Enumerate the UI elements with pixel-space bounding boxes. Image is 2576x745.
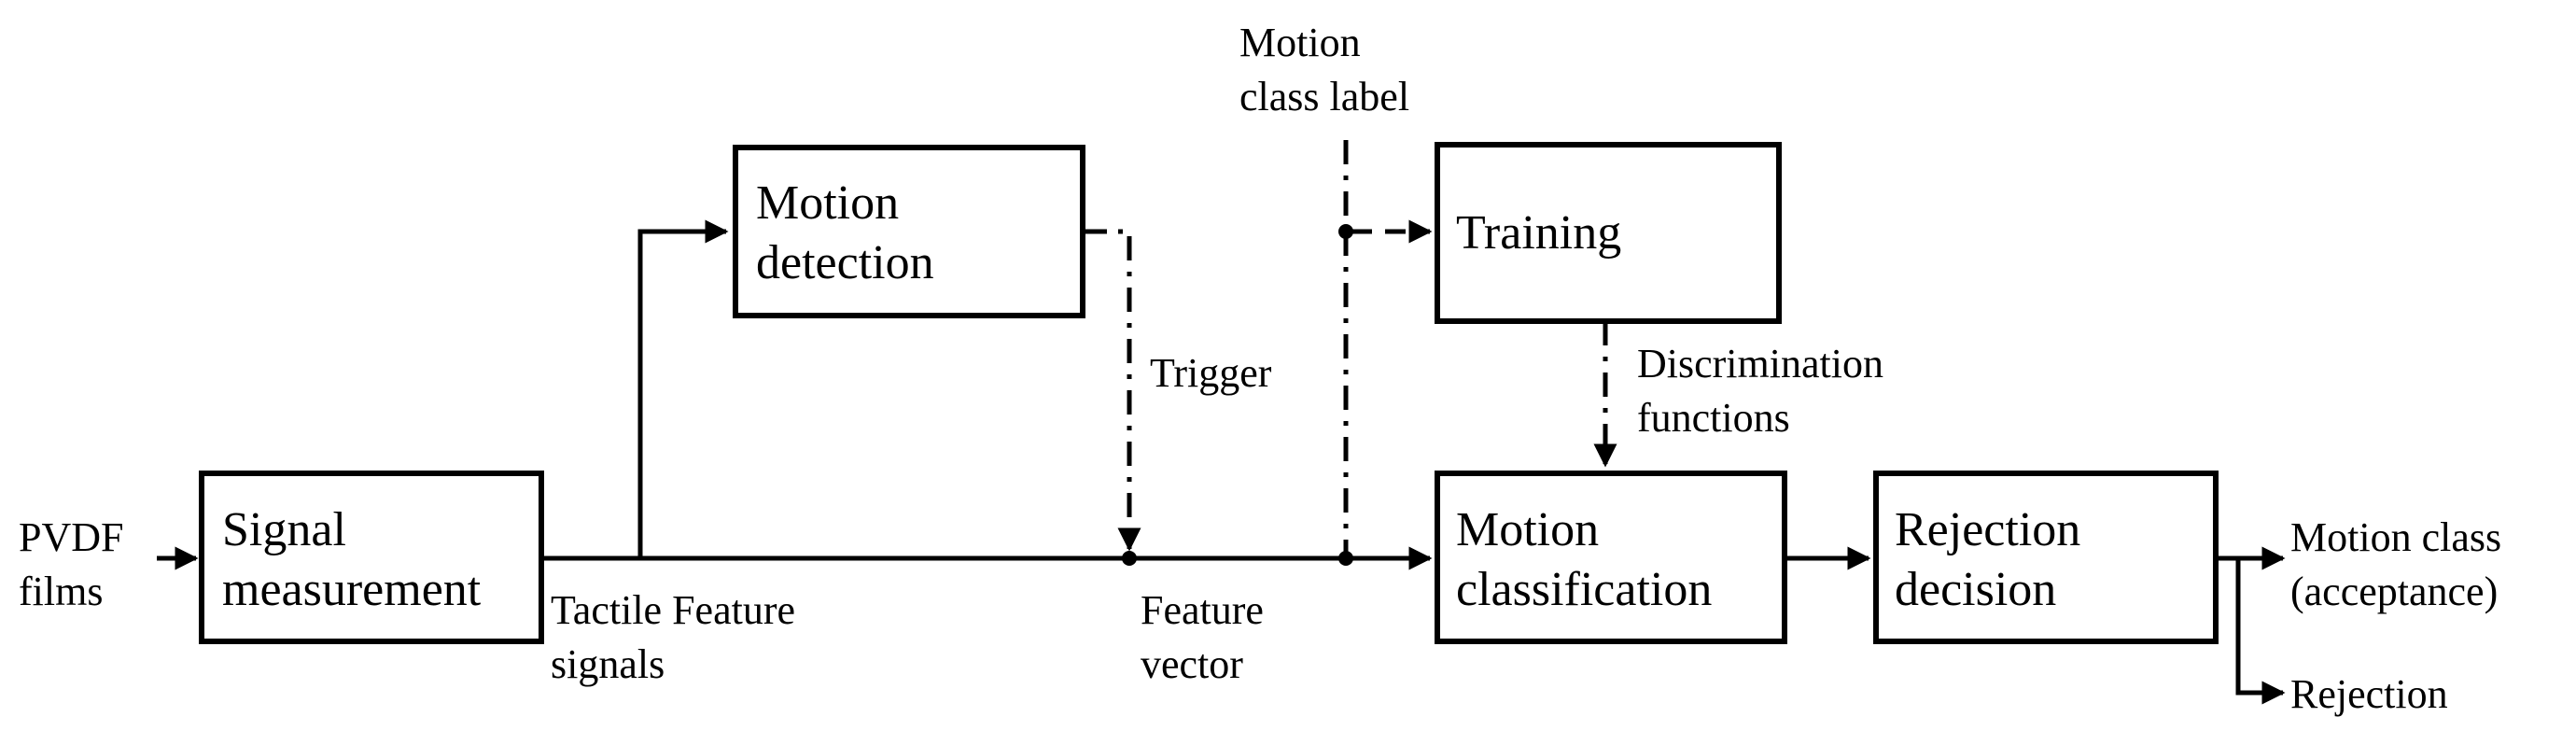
text-line: films: [19, 569, 103, 614]
box-training: Training: [1435, 142, 1782, 324]
box-motion-detection-frame: [733, 145, 1085, 318]
box-motion-classification-label: Motion classification: [1456, 503, 1712, 616]
box-training-label: Training: [1456, 206, 1621, 260]
label-motion-class-acceptance: Motion class (acceptance): [2290, 514, 2501, 614]
text-line: PVDF: [19, 514, 124, 560]
text-line: (acceptance): [2290, 569, 2498, 614]
text-line: class label: [1239, 74, 1409, 119]
arrow-trigger: [1083, 229, 1141, 552]
text-line: Rejection: [1895, 503, 2080, 556]
text-line: classification: [1456, 563, 1712, 616]
text-line: Training: [1456, 206, 1621, 260]
junction-training: [1338, 224, 1353, 239]
text-line: Signal: [222, 503, 346, 556]
text-line: Motion: [756, 176, 899, 230]
text-line: Motion: [1239, 20, 1361, 65]
box-rejection-decision-label: Rejection decision: [1895, 503, 2080, 616]
label-rejection: Rejection: [2290, 671, 2448, 717]
box-motion-detection-label: Motion detection: [756, 176, 934, 289]
text-line: Trigger: [1150, 350, 1272, 396]
text-line: decision: [1895, 563, 2056, 616]
box-signal-measurement: Signal measurement: [199, 471, 544, 644]
text-line: Feature: [1141, 587, 1264, 633]
text-line: Tactile Feature: [551, 587, 795, 633]
label-feature-vector: Feature vector: [1141, 587, 1264, 687]
text-line: measurement: [222, 563, 482, 616]
text-line: Motion: [1456, 503, 1599, 556]
arrow-branch-to-detection: [637, 219, 729, 558]
box-training-frame: [1435, 142, 1782, 324]
label-pvdf-films: PVDF films: [19, 514, 124, 614]
text-line: Discrimination: [1637, 341, 1883, 387]
box-motion-detection: Motion detection: [733, 145, 1085, 318]
label-trigger: Trigger: [1150, 350, 1272, 396]
text-line: vector: [1141, 641, 1243, 687]
label-tactile-signals: Tactile Feature signals: [551, 587, 795, 687]
junction-feature: [1122, 551, 1137, 566]
text-line: signals: [551, 641, 665, 687]
box-signal-measurement-label: Signal measurement: [222, 503, 482, 616]
box-motion-classification: Motion classification: [1435, 471, 1787, 644]
text-line: functions: [1637, 395, 1790, 441]
junction-label: [1338, 551, 1353, 566]
box-signal-measurement-frame: [199, 471, 544, 644]
arrow-to-rejection: [2235, 558, 2286, 705]
connectors: [157, 140, 2286, 705]
text-line: detection: [756, 236, 934, 289]
label-motion-class-label: Motion class label: [1239, 20, 1409, 119]
box-rejection-decision-frame: [1873, 471, 2219, 644]
box-rejection-decision: Rejection decision: [1873, 471, 2219, 644]
label-discrimination-functions: Discrimination functions: [1637, 341, 1883, 441]
text-line: Motion class: [2290, 514, 2501, 560]
text-line: Rejection: [2290, 671, 2448, 717]
box-motion-classification-frame: [1435, 471, 1787, 644]
